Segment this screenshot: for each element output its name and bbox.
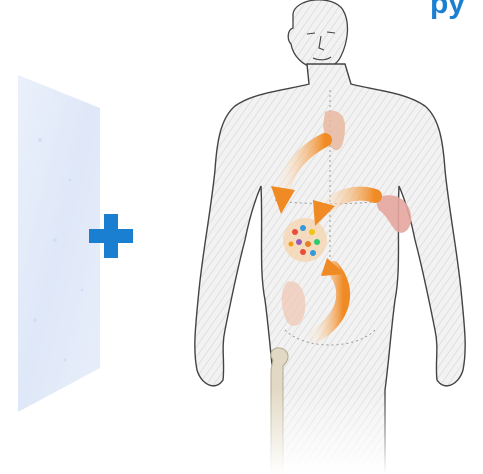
plus-icon bbox=[89, 214, 133, 258]
human-body-figure bbox=[175, 0, 475, 474]
